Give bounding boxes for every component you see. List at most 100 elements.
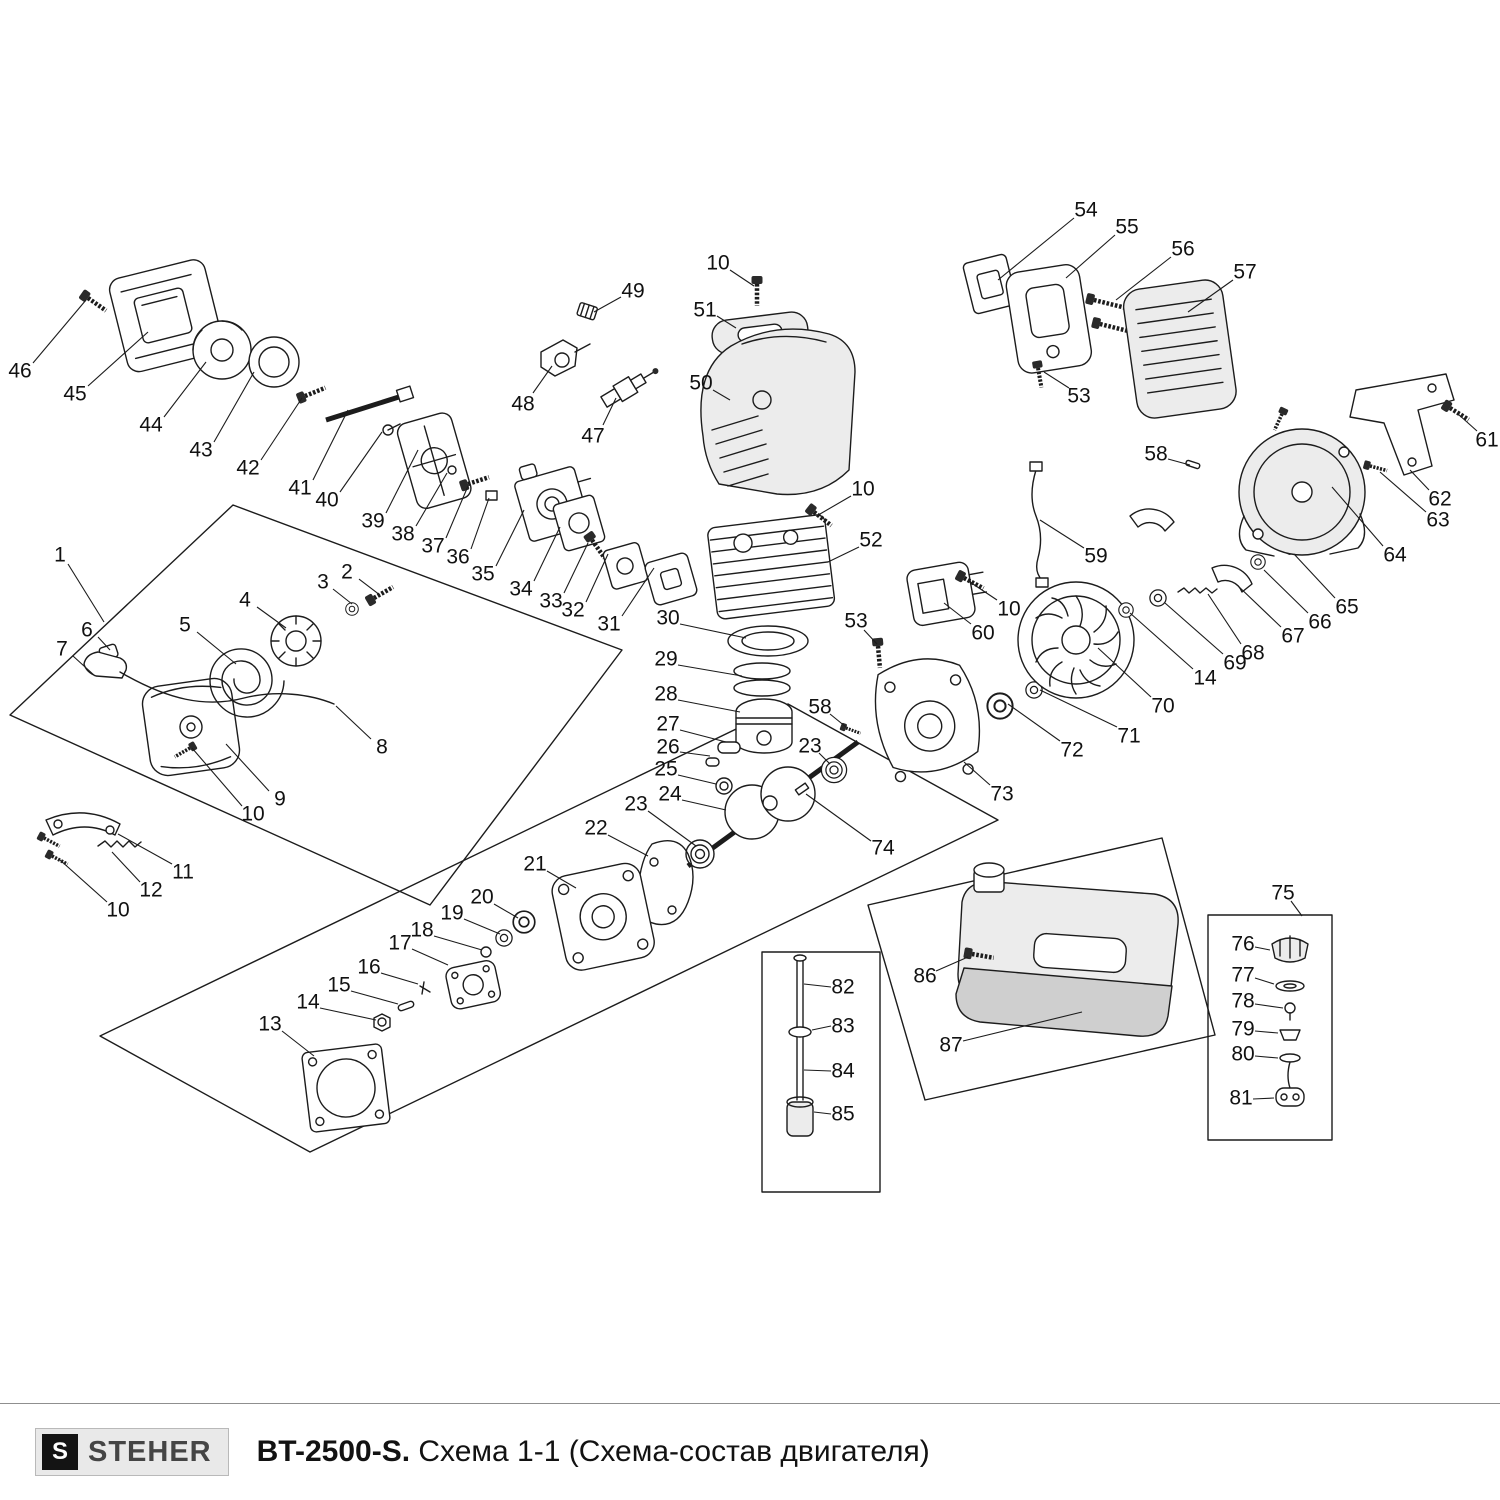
part-label: 26 — [656, 736, 679, 759]
part-label: 16 — [357, 956, 380, 979]
leader-line — [319, 1007, 377, 1021]
washer-66 — [1250, 554, 1266, 570]
retainer-clip-49 — [576, 302, 598, 321]
part-label: 10 — [106, 899, 129, 922]
piston — [735, 698, 793, 754]
leader-line — [117, 833, 173, 865]
case-bolt-53 — [872, 638, 886, 669]
starter-bracket-11 — [34, 812, 142, 870]
leader-line — [729, 269, 755, 287]
leader-line — [1164, 602, 1224, 655]
leader-line — [335, 705, 372, 740]
starter-housing — [141, 677, 241, 777]
washer-3 — [345, 602, 359, 616]
fuel-filter-85 — [786, 1096, 814, 1137]
part-label: 62 — [1428, 488, 1451, 511]
part-label: 65 — [1335, 596, 1358, 619]
leader-line — [1252, 1097, 1275, 1100]
part-label: 51 — [693, 299, 716, 322]
leader-line — [585, 553, 609, 603]
part-label: 28 — [654, 683, 677, 706]
leader-line — [1457, 413, 1478, 432]
mount-plate-13 — [301, 1043, 391, 1133]
steher-logo: S STEHER — [35, 1428, 229, 1476]
part-label: 63 — [1426, 509, 1449, 532]
leader-line — [677, 699, 741, 713]
part-label: 13 — [258, 1013, 281, 1036]
woodruff-key — [794, 782, 810, 796]
muffler-gasket-54 — [962, 253, 1018, 315]
washer-77 — [1275, 980, 1305, 992]
leader-line — [943, 602, 972, 625]
needle-bearing — [715, 777, 733, 795]
air-filter-plate — [396, 412, 472, 510]
leader-line — [532, 365, 553, 394]
fuel-cap-outline — [1207, 914, 1333, 1141]
leader-line — [607, 834, 649, 857]
leader-line — [97, 636, 111, 651]
engine-top-cover — [700, 328, 856, 496]
part-label: 19 — [440, 902, 463, 925]
leader-line — [712, 389, 731, 401]
leader-line — [681, 799, 727, 811]
rewind-spring — [209, 648, 285, 718]
part-label: 29 — [654, 648, 677, 671]
cylinder — [707, 514, 836, 620]
part-label: 84 — [831, 1060, 855, 1083]
part-label: 41 — [288, 477, 311, 500]
part-label: 75 — [1271, 882, 1294, 905]
leader-line — [67, 563, 105, 623]
part-label: 30 — [656, 607, 679, 630]
crank-bearing-left — [685, 839, 715, 869]
intake-gasket — [644, 552, 698, 606]
leader-line — [415, 472, 448, 527]
spacer-38 — [447, 465, 457, 475]
leader-line — [805, 793, 872, 842]
logo-mark-glyph: S — [51, 1438, 68, 1465]
part-label: 87 — [939, 1034, 962, 1057]
leader-line — [533, 526, 561, 582]
part-label: 42 — [236, 457, 259, 480]
part-label: 81 — [1229, 1087, 1252, 1110]
starter-shaft — [325, 385, 415, 423]
leader-line — [1331, 486, 1384, 547]
crankcase-group-outline — [99, 703, 999, 1153]
part-label: 25 — [654, 758, 677, 781]
part-label: 85 — [831, 1103, 854, 1126]
part-label: 33 — [539, 590, 562, 613]
leader-line — [445, 485, 469, 539]
leader-line — [260, 397, 303, 461]
part-label: 82 — [831, 976, 854, 999]
screw-63 — [1360, 458, 1390, 477]
bearing-plate-17 — [445, 960, 502, 1010]
part-label: 31 — [597, 613, 620, 636]
leader-line — [350, 990, 399, 1005]
spacer-18 — [480, 946, 492, 958]
spring-12 — [97, 840, 142, 848]
screw-46 — [78, 289, 109, 315]
part-label: 58 — [1144, 443, 1167, 466]
pin-58b — [1185, 459, 1201, 470]
leader-line — [647, 810, 697, 847]
part-label: 74 — [871, 837, 895, 860]
washer-14 — [1118, 602, 1134, 618]
part-label: 45 — [63, 383, 86, 406]
leader-line — [827, 546, 860, 563]
part-label: 23 — [798, 735, 821, 758]
leader-line — [1254, 1055, 1279, 1059]
part-label: 20 — [470, 886, 493, 909]
part-label: 47 — [581, 425, 604, 448]
muffler-body-55 — [1005, 264, 1093, 374]
part-label: 48 — [511, 393, 534, 416]
piston-pin — [717, 741, 741, 754]
leader-line — [385, 449, 419, 514]
clutch-spring-68 — [1177, 587, 1218, 594]
leader-line — [463, 918, 501, 935]
part-label: 72 — [1060, 739, 1083, 762]
leader-line — [332, 588, 353, 605]
part-label: 17 — [388, 932, 411, 955]
part-label: 58 — [808, 696, 831, 719]
part-label: 1 — [54, 544, 66, 567]
